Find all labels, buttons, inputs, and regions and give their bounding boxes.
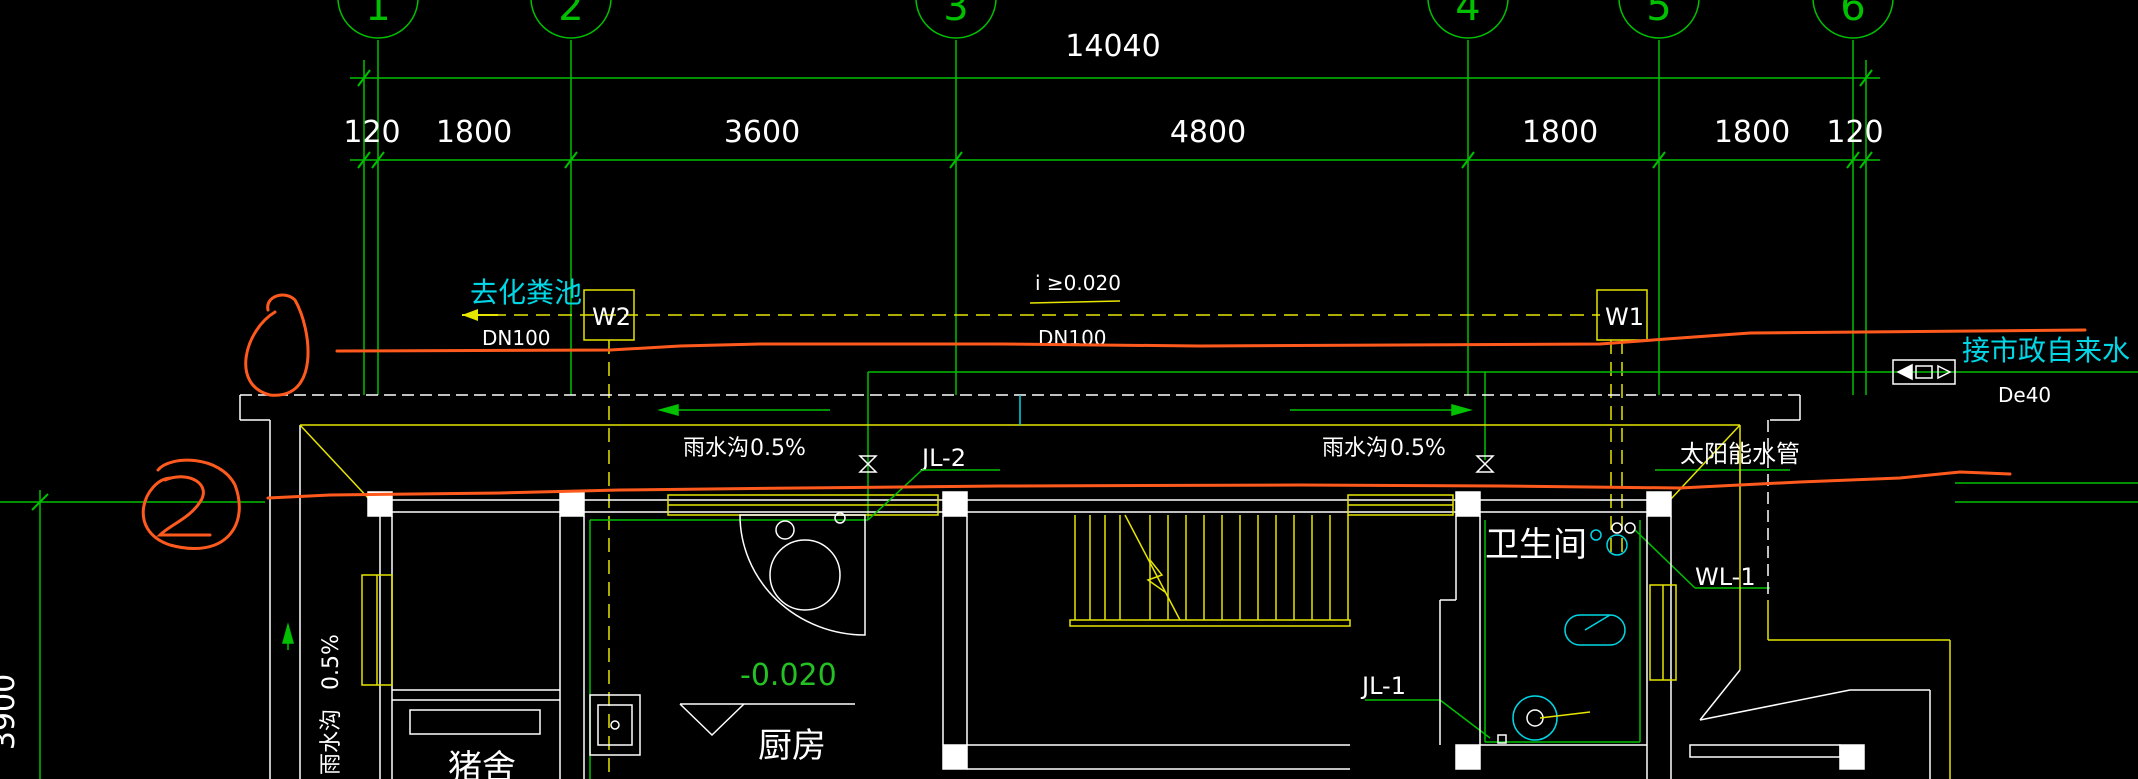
drain-system bbox=[470, 289, 1648, 779]
dim-ticks bbox=[357, 69, 1873, 169]
axis-label-1: 1 bbox=[365, 0, 390, 30]
gutter-labels: 雨水沟 0.5% 雨水沟 0.5% 雨水沟 0.5% bbox=[319, 436, 1446, 775]
markup-line-1 bbox=[335, 328, 2087, 353]
valve-symbols bbox=[858, 455, 1495, 473]
gutter-side-slope: 0.5% bbox=[319, 634, 344, 690]
stair-break-line bbox=[1124, 514, 1181, 621]
axis-bubble-6 bbox=[1812, 0, 1894, 39]
gutter-corner-left bbox=[299, 424, 371, 501]
floor-level: -0.020 bbox=[740, 658, 837, 693]
column-6 bbox=[942, 744, 968, 770]
septic-arrow-icon bbox=[462, 309, 498, 321]
column-7 bbox=[1455, 744, 1481, 770]
axis-bubble-3 bbox=[915, 0, 997, 39]
dim-left-vertical: 3900 bbox=[0, 674, 22, 750]
water-heater-icon bbox=[739, 514, 866, 636]
jl1-label: JL-1 bbox=[1360, 672, 1406, 700]
pipe-left-label: DN100 bbox=[482, 326, 551, 350]
pipe-de40-label: De40 bbox=[1998, 383, 2051, 407]
axis-bubble-5 bbox=[1618, 0, 1700, 39]
room-kitchen: 厨房 bbox=[758, 726, 826, 766]
markup-line-2 bbox=[266, 470, 2012, 500]
sink-icon bbox=[589, 694, 641, 756]
staircase bbox=[1069, 514, 1351, 627]
gutter-side-label: 雨水沟 bbox=[319, 709, 344, 775]
axis-label-4: 4 bbox=[1455, 0, 1480, 30]
dim-total: 14040 bbox=[1065, 29, 1160, 64]
toilet-icon bbox=[1564, 614, 1626, 646]
dim-seg-5: 1800 bbox=[1522, 115, 1598, 150]
gutter-right-label: 雨水沟 bbox=[1322, 436, 1388, 461]
solar-pipe-label: 太阳能水管 bbox=[1680, 440, 1800, 468]
dim-seg-4: 4800 bbox=[1170, 115, 1246, 150]
water-heater-tank-icon bbox=[769, 539, 841, 611]
axis-bubble-1 bbox=[337, 0, 419, 39]
level-mark bbox=[679, 703, 855, 737]
dim-seg-7: 120 bbox=[1826, 115, 1883, 150]
slope-label: i ≥0.020 bbox=[1035, 271, 1121, 295]
dim-seg-3: 3600 bbox=[724, 115, 800, 150]
floor-drain-icon bbox=[1606, 534, 1628, 556]
axis-labels: 1 2 3 4 5 6 bbox=[365, 0, 1865, 30]
flow-arrow-up-icon bbox=[282, 622, 294, 644]
gutter-arrows bbox=[282, 395, 1473, 650]
riser-labels: JL-2 JL-1 WL-1 太阳能水管 bbox=[920, 440, 1800, 700]
to-septic-label: 去化粪池 bbox=[470, 276, 582, 309]
gutter-right-slope: 0.5% bbox=[1390, 436, 1446, 461]
well-w1-label: W1 bbox=[1605, 303, 1644, 331]
axis-label-2: 2 bbox=[558, 0, 583, 30]
room-labels: 厨房 卫生间 猪舍 bbox=[448, 525, 1587, 779]
axis-label-5: 5 bbox=[1646, 0, 1671, 30]
dim-seg-2: 1800 bbox=[436, 115, 512, 150]
building-outline bbox=[239, 394, 1951, 779]
basin-icon bbox=[1512, 695, 1558, 741]
gutter-left-label: 雨水沟 bbox=[683, 436, 749, 461]
axis-label-3: 3 bbox=[943, 0, 968, 30]
fixtures bbox=[589, 512, 1636, 756]
dimension-text: 14040 120 1800 3600 4800 1800 1800 120 3… bbox=[0, 29, 1884, 750]
column-2 bbox=[559, 491, 585, 517]
dim-seg-6: 1800 bbox=[1714, 115, 1790, 150]
municipal-water-label: 接市政自来水 bbox=[1962, 334, 2130, 367]
gutter-left-slope: 0.5% bbox=[750, 436, 806, 461]
valve-jl2-icon bbox=[858, 455, 878, 473]
slope-underline bbox=[1029, 300, 1121, 304]
column-3 bbox=[942, 491, 968, 517]
markup-circle-1-icon bbox=[244, 293, 310, 397]
flow-arrow-right-icon bbox=[1451, 404, 1473, 416]
markup-circle-2-icon bbox=[141, 458, 241, 551]
valve-jl1-icon bbox=[1475, 455, 1495, 473]
column-4 bbox=[1455, 491, 1481, 517]
column-5 bbox=[1646, 491, 1672, 517]
water-supply bbox=[589, 371, 2138, 779]
dim-seg-1: 120 bbox=[343, 115, 400, 150]
markup-annotations bbox=[141, 293, 2087, 551]
room-bathroom: 卫生间 bbox=[1485, 525, 1587, 565]
column-8 bbox=[1839, 744, 1865, 770]
meter-symbol-icon bbox=[1892, 359, 1956, 385]
axis-bubble-2 bbox=[530, 0, 612, 39]
drain-labels: W2 W1 DN100 DN100 i ≥0.020 bbox=[482, 271, 1644, 350]
room-pigsty: 猪舍 bbox=[448, 748, 516, 779]
axis-bubble-4 bbox=[1427, 0, 1509, 39]
axis-label-6: 6 bbox=[1840, 0, 1865, 30]
wl1-label: WL-1 bbox=[1695, 563, 1756, 591]
well-w2-label: W2 bbox=[592, 303, 631, 331]
jl2-label: JL-2 bbox=[920, 444, 966, 472]
flow-arrow-left-icon bbox=[657, 404, 679, 416]
